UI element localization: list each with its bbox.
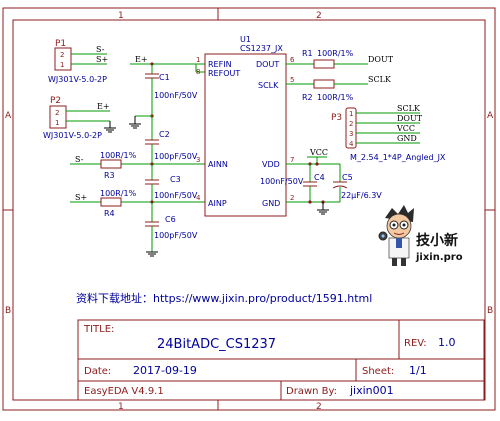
mascot-logo <box>378 205 414 266</box>
r3-value: 100R/1% <box>100 151 137 160</box>
ainn-network: S- <box>70 155 205 202</box>
net-label-sclk: SCLK <box>368 75 392 84</box>
p3-pin-4: 4 <box>349 140 354 148</box>
ic-pin-ainn: AINN <box>208 160 228 169</box>
col-label-2-bottom: 2 <box>316 402 322 412</box>
net-label-s-minus: S- <box>75 155 84 164</box>
ic-pin-gnd: GND <box>262 199 280 208</box>
r1-ref: R1 <box>302 49 313 58</box>
p3-net-sclk: SCLK <box>397 104 421 113</box>
refin-network: E+ <box>129 55 205 164</box>
net-label-s-plus: S+ <box>75 193 87 202</box>
r2-value: 100R/1% <box>317 93 354 102</box>
p2-ref: P2 <box>50 96 61 106</box>
row-label-b-right: B <box>487 306 493 316</box>
ic-pin-8-num: 8 <box>196 68 200 76</box>
ic-pin-vdd: VDD <box>262 160 280 169</box>
row-label-b-left: B <box>5 306 11 316</box>
drawn-by-value: jixin001 <box>349 384 394 397</box>
p3-net-gnd: GND <box>397 134 417 143</box>
ic-pin-5-num: 5 <box>290 76 294 84</box>
p1-pin-2: 2 <box>60 51 64 59</box>
connector-p2[interactable]: P2 2 1 E+ WJ301V-5.0-2P <box>43 96 116 140</box>
p1-ref: P1 <box>55 39 66 49</box>
c1-ref: C1 <box>159 73 170 82</box>
ic-pin-7-num: 7 <box>290 156 294 164</box>
p1-model: WJ301V-5.0-2P <box>48 75 107 84</box>
p2-pin-2: 2 <box>55 109 59 117</box>
p3-model: M_2.54_1*4P_Angled_JX <box>350 153 446 162</box>
title-block <box>77 319 485 401</box>
ic-u1[interactable]: U1 CS1237_JX 1 REFIN 8 REFOUT 3 AINN 4 A… <box>196 35 295 217</box>
date-value: 2017-09-19 <box>133 364 197 377</box>
net-label-vcc: VCC <box>309 148 328 157</box>
ic-pin-dout: DOUT <box>256 60 279 69</box>
ic-pin-4-num: 4 <box>196 194 201 202</box>
logo-brand: 技小新 <box>416 232 458 249</box>
ic-ref: U1 <box>240 35 251 44</box>
c2-ref: C2 <box>159 130 170 139</box>
c6-value: 100pF/50V <box>154 231 198 240</box>
supply-network: VCC <box>286 148 348 215</box>
title-value: 24BitADC_CS1237 <box>157 337 276 352</box>
title-label: TITLE: <box>83 324 114 335</box>
c4-value: 100nF/50V <box>260 177 304 186</box>
date-label: Date: <box>84 366 111 377</box>
output-network: DOUT SCLK <box>286 55 394 89</box>
sheet-label: Sheet: <box>362 366 394 377</box>
p3-pin-1: 1 <box>349 110 353 118</box>
p2-net-e-plus: E+ <box>97 102 110 111</box>
ic-pin-ainp: AINP <box>208 199 227 208</box>
p2-model: WJ301V-5.0-2P <box>43 131 102 140</box>
col-label-2-top: 2 <box>316 11 322 21</box>
ic-pin-2-num: 2 <box>290 194 294 202</box>
connector-p3[interactable]: P3 1 2 3 4 SCLK DOUT VCC GND M_2.54_1*4P… <box>331 104 446 162</box>
rev-value: 1.0 <box>438 336 456 349</box>
c6-ref: C6 <box>165 215 176 224</box>
col-label-1-top: 1 <box>118 11 124 21</box>
c1-value: 100nF/50V <box>154 91 198 100</box>
c3-value: 100nF/50V <box>154 191 198 200</box>
p3-net-dout: DOUT <box>397 114 423 123</box>
c3-ref: C3 <box>170 175 181 184</box>
tool-name: EasyEDA V4.9.1 <box>84 386 164 397</box>
p3-pin-3: 3 <box>349 130 353 138</box>
col-label-1-bottom: 1 <box>118 402 124 412</box>
drawn-by-label: Drawn By: <box>286 386 337 397</box>
ic-pin-3-num: 3 <box>196 156 200 164</box>
c5-value: 22μF/6.3V <box>341 191 382 200</box>
ainp-network: S+ <box>70 193 205 257</box>
row-label-a-right: A <box>487 111 494 121</box>
r2-ref: R2 <box>302 93 313 102</box>
ic-pin-refout: REFOUT <box>208 69 240 78</box>
p1-pin-1: 1 <box>60 61 64 69</box>
download-note: 资料下载地址：https://www.jixin.pro/product/159… <box>76 291 372 305</box>
ic-pin-6-num: 6 <box>290 56 295 64</box>
rev-label: REV: <box>404 338 427 349</box>
connector-p1[interactable]: P1 2 1 S- S+ WJ301V-5.0-2P <box>48 39 108 84</box>
ic-model: CS1237_JX <box>240 44 283 53</box>
p2-pin-1: 1 <box>55 119 59 127</box>
c4-ref: C4 <box>314 173 325 182</box>
p1-net-s-plus: S+ <box>96 55 108 64</box>
sheet-value: 1/1 <box>409 364 427 377</box>
p3-ref: P3 <box>331 113 342 123</box>
p3-pin-2: 2 <box>349 120 353 128</box>
r4-ref: R4 <box>104 209 115 218</box>
r1-value: 100R/1% <box>317 49 354 58</box>
net-label-e-plus: E+ <box>135 55 148 64</box>
row-label-a-left: A <box>5 111 12 121</box>
p1-net-s-minus: S- <box>96 45 105 54</box>
ic-pin-1-num: 1 <box>196 56 200 64</box>
c5-ref: C5 <box>342 173 353 182</box>
ic-pin-refin: REFIN <box>208 60 232 69</box>
net-label-dout: DOUT <box>368 55 394 64</box>
p3-net-vcc: VCC <box>396 124 415 133</box>
r4-value: 100R/1% <box>100 189 137 198</box>
logo-site: jixin.pro <box>415 252 463 263</box>
c2-value: 100pF/50V <box>154 152 198 161</box>
ic-pin-sclk: SCLK <box>258 81 279 90</box>
r3-ref: R3 <box>104 171 115 180</box>
